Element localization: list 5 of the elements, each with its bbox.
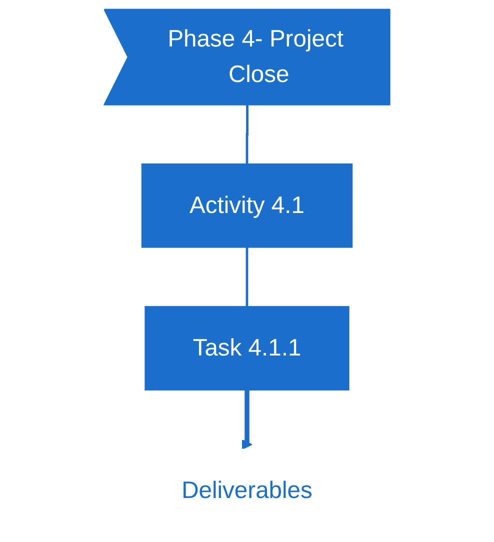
node-text: Deliverables: [182, 478, 312, 504]
node-box: Activity 4.1: [141, 163, 353, 248]
connector: [246, 104, 249, 166]
node-box: Task 4.1.1: [144, 306, 350, 390]
connector: [246, 246, 248, 308]
